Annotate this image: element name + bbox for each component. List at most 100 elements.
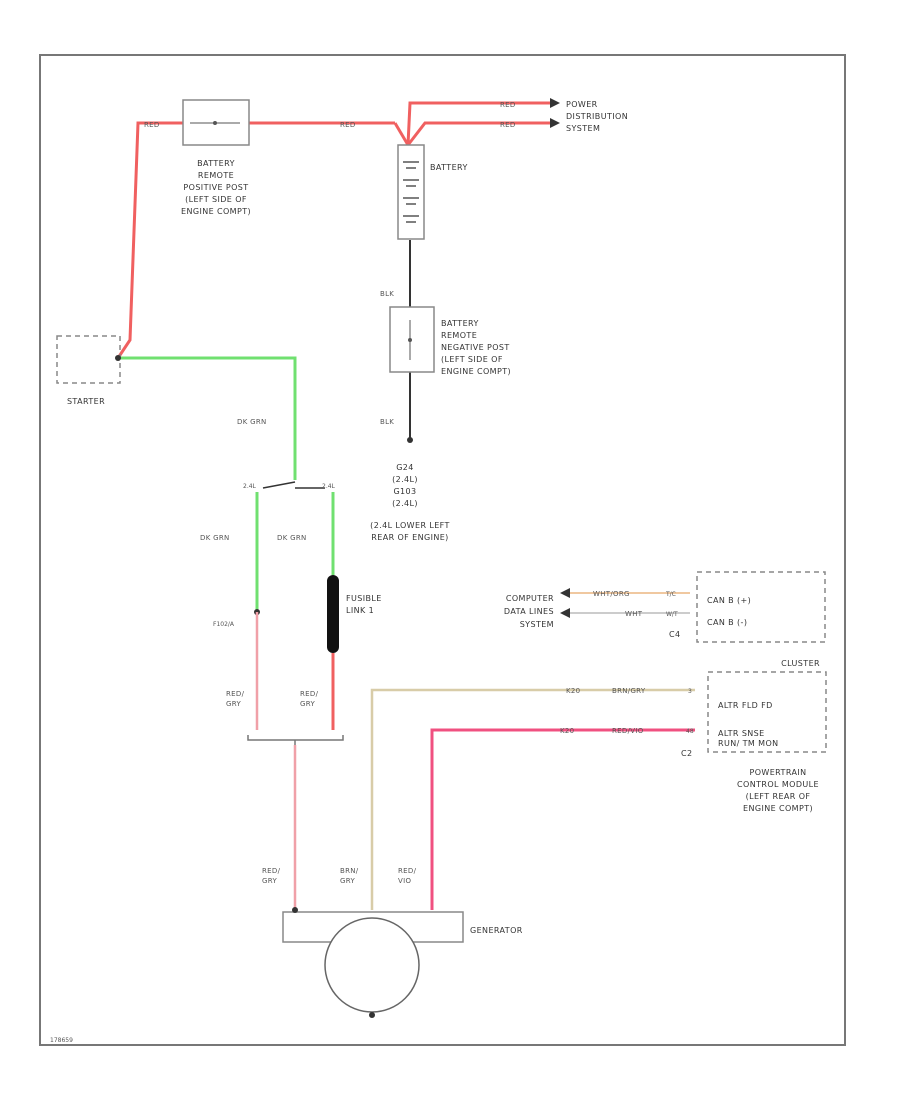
pd-label-2: DISTRIBUTION	[566, 112, 628, 121]
gnd-label-2: (2.4L)	[392, 475, 418, 484]
starter-label: STARTER	[67, 397, 105, 406]
pd-label-1: POWER	[566, 100, 598, 109]
computer-data-label: COMPUTER DATA LINES SYSTEM	[504, 594, 554, 629]
wire-label-red-c: RED	[500, 101, 516, 109]
junction-bracket	[247, 735, 344, 741]
pos-label-3: POSITIVE POST	[183, 183, 248, 192]
wire-label-red-a: RED	[144, 121, 160, 129]
altr-sense-label-1: ALTR SNSE	[718, 729, 765, 738]
wire-label-redvio-1: RED/	[398, 867, 417, 875]
pcm-label-3: (LEFT REAR OF	[746, 792, 811, 801]
fl-label-1: FUSIBLE	[346, 594, 382, 603]
altr-sense-label-2: RUN/ TM MON	[718, 739, 779, 748]
arrow-data-1	[560, 588, 570, 598]
wire-label-redgry-a2: GRY	[226, 700, 241, 708]
fusible-link	[327, 575, 339, 653]
wire-label-redgry-c2: GRY	[262, 877, 277, 885]
cd-label-1: COMPUTER	[506, 594, 554, 603]
wire-label-blk-a: BLK	[380, 290, 394, 298]
ground-label: G24 (2.4L) G103 (2.4L) (2.4L LOWER LEFT …	[370, 463, 450, 542]
wire-label-redvio-h: RED/VIO	[612, 727, 644, 735]
wire-red-pd-1	[406, 101, 550, 146]
arrow-pd-1	[550, 98, 560, 108]
neg-label-4: (LEFT SIDE OF	[441, 355, 503, 364]
c2-label: C2	[681, 749, 692, 758]
pcm-label-1: POWERTRAIN	[750, 768, 807, 777]
wire-label-redvio-2: VIO	[398, 877, 411, 885]
gnd-label-3: G103	[393, 487, 416, 496]
pos-label-1: BATTERY	[197, 159, 235, 168]
wire-redvio	[430, 728, 695, 910]
wire-label-brngry-h: BRN/GRY	[612, 687, 646, 695]
wire-dkgrn-starter	[118, 356, 297, 480]
cd-label-3: SYSTEM	[520, 620, 554, 629]
power-distribution-label: POWER DISTRIBUTION SYSTEM	[566, 100, 628, 133]
generator-circle	[324, 917, 420, 1013]
neg-label-1: BATTERY	[441, 319, 479, 328]
pin-label-3: 3	[688, 688, 692, 695]
can-b-high-label: CAN B (+)	[707, 596, 751, 605]
gnd-label-4: (2.4L)	[392, 499, 418, 508]
wire-label-k20b: K20	[560, 727, 574, 735]
wire-label-red-d: RED	[500, 121, 516, 129]
starter-symbol	[56, 335, 121, 384]
pd-label-3: SYSTEM	[566, 124, 600, 133]
starter-terminal	[115, 355, 121, 361]
cd-label-2: DATA LINES	[504, 607, 554, 616]
pcm-label-2: CONTROL MODULE	[737, 780, 819, 789]
wire-label-whtorg: WHT/ORG	[593, 590, 630, 598]
gnd-label-1: G24	[396, 463, 414, 472]
pcm-label-4: ENGINE COMPT)	[743, 804, 813, 813]
negative-post-dot	[408, 338, 412, 342]
wire-label-brngry-1: BRN/	[340, 867, 359, 875]
cluster-module	[707, 671, 827, 753]
wire-label-red-b: RED	[340, 121, 356, 129]
generator-label: GENERATOR	[470, 926, 523, 935]
battery-label: BATTERY	[430, 163, 468, 172]
pin-label-wt: W/T	[666, 611, 678, 618]
fl-label-2: LINK 1	[346, 606, 374, 615]
pcm-label: POWERTRAIN CONTROL MODULE (LEFT REAR OF …	[737, 768, 819, 813]
pin-label-48: 48	[686, 728, 694, 735]
wire-label-k20: K20	[566, 687, 580, 695]
arrow-data-2	[560, 608, 570, 618]
ground-point	[407, 437, 413, 443]
wire-red-starter	[116, 121, 185, 359]
wire-label-redgry-b1: RED/	[300, 690, 319, 698]
neg-label-2: REMOTE	[441, 331, 477, 340]
battery-symbol	[397, 144, 425, 240]
pin-label-tc: T/C	[665, 591, 676, 598]
splice-f102-label: F102/A	[213, 621, 235, 628]
battery-remote-positive-label: BATTERY REMOTE POSITIVE POST (LEFT SIDE …	[181, 159, 251, 216]
splice-bar-top	[262, 481, 296, 489]
diagram-frame	[39, 54, 846, 1046]
splice-right-label: 2.4L	[322, 483, 336, 490]
wire-label-dkgrn-b: DK GRN	[200, 534, 230, 542]
arrow-pd-2	[550, 118, 560, 128]
pos-label-2: REMOTE	[198, 171, 234, 180]
wire-label-brngry-2: GRY	[340, 877, 355, 885]
generator-b-terminal	[292, 907, 298, 913]
c4-label: C4	[669, 630, 680, 639]
cluster-label: CLUSTER	[781, 659, 820, 668]
neg-label-3: NEGATIVE POST	[441, 343, 510, 352]
wire-label-redgry-b2: GRY	[300, 700, 315, 708]
generator-ground-dot	[369, 1012, 375, 1018]
wire-red-battery-feed	[393, 122, 410, 146]
wire-red-pd-2	[406, 121, 550, 146]
altr-fld-label: ALTR FLD FD	[718, 701, 773, 710]
battery-remote-negative-label: BATTERY REMOTE NEGATIVE POST (LEFT SIDE …	[441, 319, 511, 376]
wire-brngry	[370, 688, 695, 910]
positive-post-dot	[213, 121, 217, 125]
wire-label-redgry-c1: RED/	[262, 867, 281, 875]
battery-cells	[403, 161, 419, 223]
battery-remote-negative-post	[389, 306, 435, 373]
gnd-label-6: REAR OF ENGINE)	[371, 533, 448, 542]
gnd-label-5: (2.4L LOWER LEFT	[370, 521, 450, 530]
can-module	[696, 571, 826, 643]
can-b-low-label: CAN B (-)	[707, 618, 747, 627]
wire-label-dkgrn-c: DK GRN	[277, 534, 307, 542]
neg-label-5: ENGINE COMPT)	[441, 367, 511, 376]
wire-label-blk-b: BLK	[380, 418, 394, 426]
